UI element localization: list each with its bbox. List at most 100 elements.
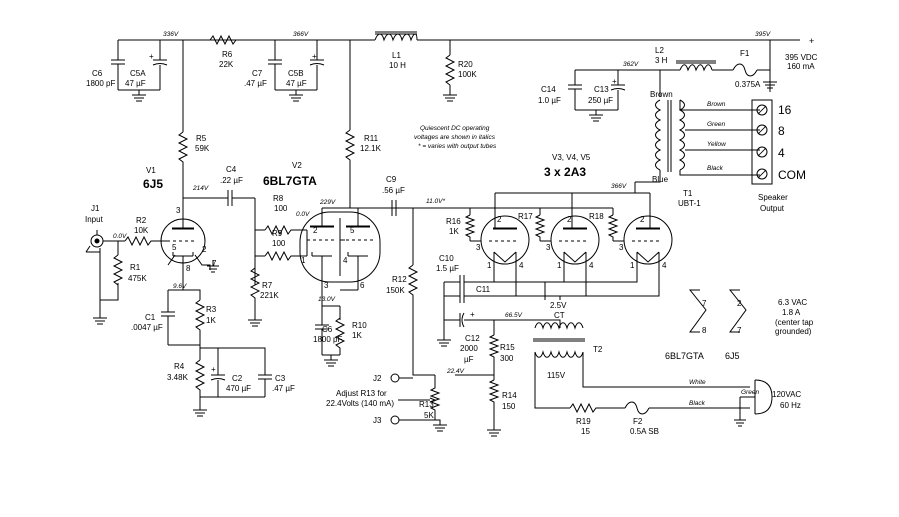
schematic-label: C9: [386, 175, 397, 184]
schematic-label: 1K: [352, 331, 362, 340]
schematic-label: 3.48K: [167, 373, 189, 382]
adjust-note-2: 22.4Volts (140 mA): [326, 399, 394, 408]
schematic-label: µF: [464, 355, 474, 364]
schematic-label: +: [809, 36, 814, 46]
schematic-label: 59K: [195, 144, 210, 153]
schematic-label: R1: [130, 263, 141, 272]
transformer-t1: Brown Blue T1 UBT-1 Brown Green Yellow B…: [635, 90, 760, 208]
schematic-label: F2: [633, 417, 643, 426]
power-supply-filter: C14 1.0 µF + C13 250 µF 362V: [538, 61, 680, 122]
v345-ref: V3, V4, V5: [552, 153, 591, 162]
capacitor-c2: + C2 470 µF: [210, 365, 251, 397]
schematic-label: 1.5 µF: [436, 264, 459, 273]
schematic-label: 115V: [547, 371, 566, 380]
schematic-label: 250 µF: [588, 96, 613, 105]
schematic-label: C6: [92, 69, 103, 78]
schematic-label: 1: [630, 261, 635, 270]
voltage-366: 366V: [293, 31, 309, 38]
schematic-label: 2: [640, 215, 645, 224]
schematic-label: 229V: [319, 199, 336, 206]
schematic-label: 0.5A SB: [630, 427, 659, 436]
schematic-label: R18: [589, 212, 604, 221]
schematic-label: 5: [172, 243, 177, 252]
schematic-label: 7: [702, 299, 707, 308]
quiescent-note-2: voltages are shown in italics: [414, 134, 496, 141]
choke-l2: L2 3 H: [655, 46, 733, 72]
schematic-label: 1K: [449, 227, 459, 236]
schematic-label: 10 H: [389, 61, 406, 70]
schematic-label: 1: [487, 261, 492, 270]
schematic-label: R14: [502, 391, 517, 400]
schematic-label: C12: [465, 334, 480, 343]
resistor-r11-body: [344, 129, 356, 208]
schematic-label: R8: [273, 194, 284, 203]
schematic-label: J3: [373, 416, 382, 425]
schematic-label: 13.0V: [318, 296, 336, 303]
schematic-label: C5A: [130, 69, 146, 78]
v1-type: 6J5: [143, 177, 163, 191]
schematic-label: T1: [683, 189, 693, 198]
schematic-label: 4: [519, 261, 524, 270]
schematic-label: 9.6V: [173, 283, 187, 290]
schematic-label: 7: [212, 259, 217, 268]
schematic-label: 1K: [206, 316, 216, 325]
schematic-label: Green: [707, 121, 725, 128]
schematic-label: (center tap: [775, 318, 814, 327]
schematic-label: 3: [176, 206, 181, 215]
schematic-label: 3: [619, 243, 624, 252]
fuse-f2: F2 0.5A SB Black: [624, 400, 750, 436]
fuse-f1: F1 0.375A: [732, 49, 770, 89]
schematic-label: White: [689, 379, 706, 386]
capacitor-c9: C9 .56 µF 11.0V*: [380, 175, 495, 216]
schematic-label: Green: [741, 389, 759, 396]
schematic-label: C5B: [288, 69, 304, 78]
schematic-label: +: [211, 365, 216, 374]
schematic-label: 8: [186, 264, 191, 273]
schematic-label: C3: [275, 374, 286, 383]
speaker-tap-8: 8: [778, 124, 785, 138]
schematic-label: C2: [232, 374, 243, 383]
resistor-r16: R16 1K: [446, 214, 476, 241]
schematic-label: R12: [392, 275, 407, 284]
supply-voltage: 395 VDC: [785, 53, 818, 62]
schematic-label: .47 µF: [244, 79, 267, 88]
schematic-label: L2: [655, 46, 664, 55]
schematic-label: R7: [262, 281, 273, 290]
schematic-label: C7: [252, 69, 263, 78]
schematic-label: 120VAC: [772, 390, 801, 399]
resistor-r5: R5 59K 214V: [177, 131, 210, 214]
schematic-label: 362V: [623, 61, 639, 68]
schematic-label: 1.0 µF: [538, 96, 561, 105]
schematic-label: grounded): [775, 327, 812, 336]
schematic-label: 4: [343, 256, 348, 265]
schematic-label: 5: [350, 226, 355, 235]
voltage-395: 395V: [755, 31, 771, 38]
schematic-label: R20: [458, 60, 473, 69]
schematic-label: 2.5V: [550, 301, 567, 310]
schematic-label: C13: [594, 85, 609, 94]
schematic-label: 2: [737, 299, 742, 308]
schematic-label: Yellow: [707, 141, 727, 148]
schematic-label: 100: [272, 239, 286, 248]
schematic-label: 5K: [424, 411, 434, 420]
capacitor-c11: C11: [444, 285, 516, 303]
schematic-label: 7: [737, 326, 742, 335]
resistor-r3: R3 1K: [194, 299, 217, 345]
schematic-label: R15: [500, 343, 515, 352]
supply-current: 160 mA: [787, 62, 815, 71]
schematic-label: C6: [322, 325, 333, 334]
resistor-r19: R19 15: [569, 402, 625, 436]
input-jack-j1: J1 Input: [85, 204, 125, 253]
schematic-label: 3 H: [655, 56, 668, 65]
schematic-label: Brown: [707, 101, 726, 108]
resistor-r2: R2 10K 0.0V: [113, 216, 160, 247]
schematic-label: +: [470, 310, 475, 319]
mains-plug: Green 120VAC 60 Hz: [734, 379, 801, 427]
schematic-label: 22K: [219, 60, 234, 69]
resistor-r12: R12 150K: [386, 264, 435, 376]
schematic-label: R17: [518, 212, 533, 221]
tube-v1-6j5: 3 8 5 2 7: [160, 206, 217, 273]
choke-l1: L1 10 H: [374, 31, 418, 70]
schematic-label: 1800 pF: [86, 79, 115, 88]
